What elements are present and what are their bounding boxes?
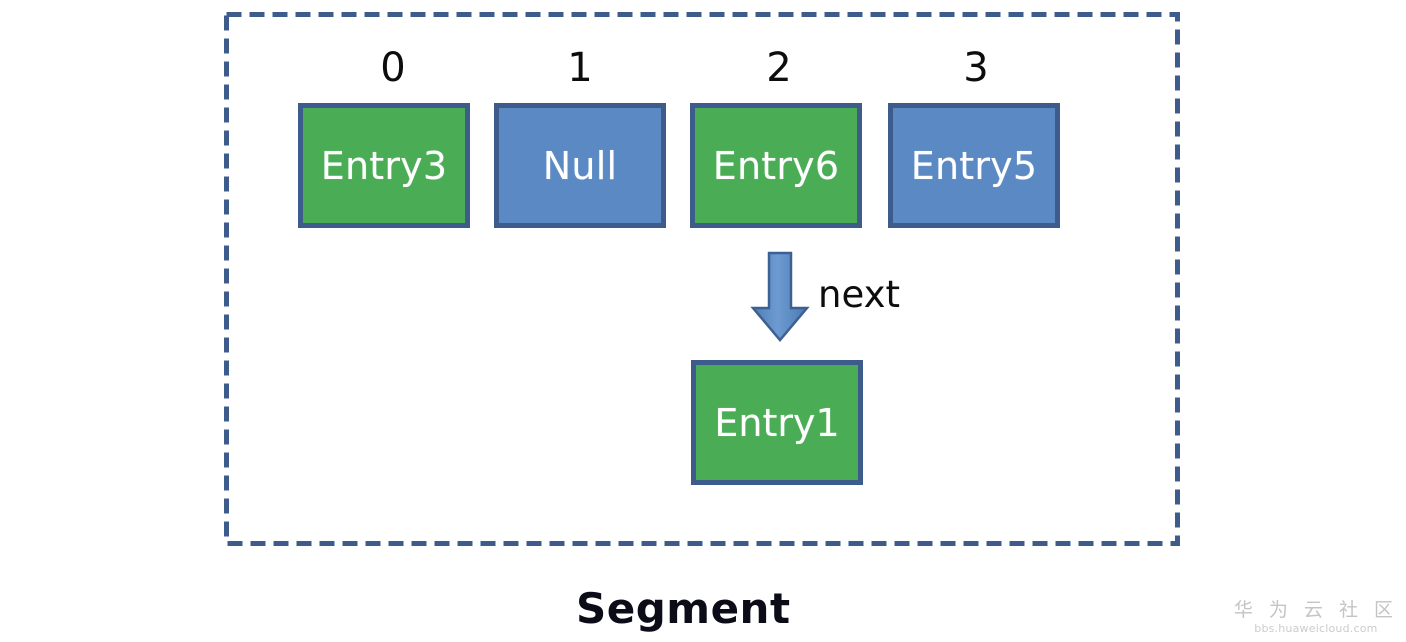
bucket-cell-2-label: Entry6	[712, 143, 840, 188]
diagram-caption: Segment	[576, 584, 791, 633]
bucket-index-1: 1	[567, 45, 593, 91]
segment-container	[224, 12, 1180, 546]
watermark-brand: 华 为 云 社 区	[1233, 599, 1398, 621]
next-pointer-label: next	[818, 273, 900, 316]
bucket-cell-3[interactable]: Entry5	[888, 103, 1060, 228]
bucket-cell-1[interactable]: Null	[494, 103, 666, 228]
child-node-entry1[interactable]: Entry1	[691, 360, 863, 485]
watermark-url: bbs.huaweicloud.com	[1254, 622, 1378, 635]
bucket-cell-3-label: Entry5	[910, 143, 1038, 188]
bucket-cell-1-label: Null	[542, 143, 618, 188]
bucket-index-0: 0	[380, 45, 406, 91]
next-pointer-arrow-down-icon	[748, 250, 812, 344]
bucket-index-2: 2	[766, 45, 792, 91]
bucket-index-3: 3	[963, 45, 989, 91]
child-node-label: Entry1	[714, 400, 840, 445]
bucket-cell-0[interactable]: Entry3	[298, 103, 470, 228]
bucket-cell-0-label: Entry3	[320, 143, 448, 188]
bucket-cell-2[interactable]: Entry6	[690, 103, 862, 228]
dashed-border-shape	[224, 12, 1180, 546]
watermark: 华 为 云 社 区 bbs.huaweicloud.com	[1234, 598, 1398, 636]
